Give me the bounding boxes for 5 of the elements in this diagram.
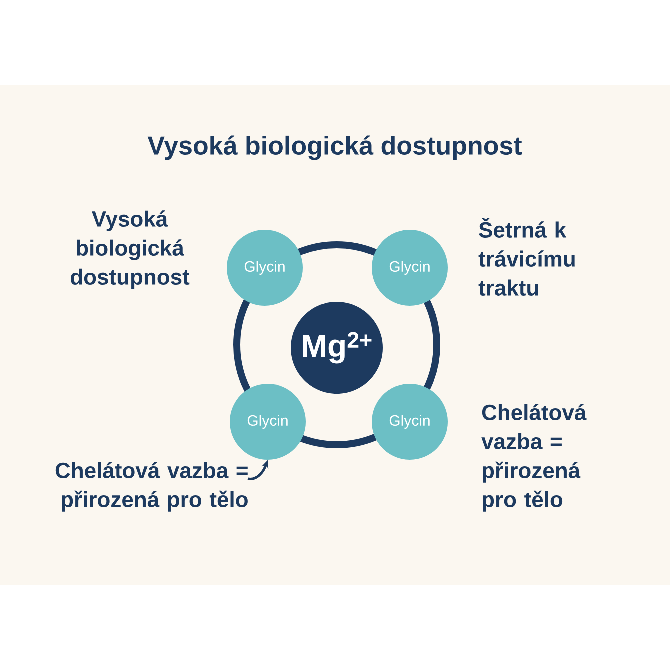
title: Vysoká biologická dostupnost (148, 136, 522, 160)
note-text: Chelátová vazba = přirozená pro tělo (56, 462, 248, 512)
note-text: Vysoká biologická dostupnost (71, 210, 190, 290)
note-text: Šetrná k trávicímu traktu (478, 218, 575, 296)
note-text: Chelátová vazba = přirozená pro tělo (482, 404, 587, 512)
